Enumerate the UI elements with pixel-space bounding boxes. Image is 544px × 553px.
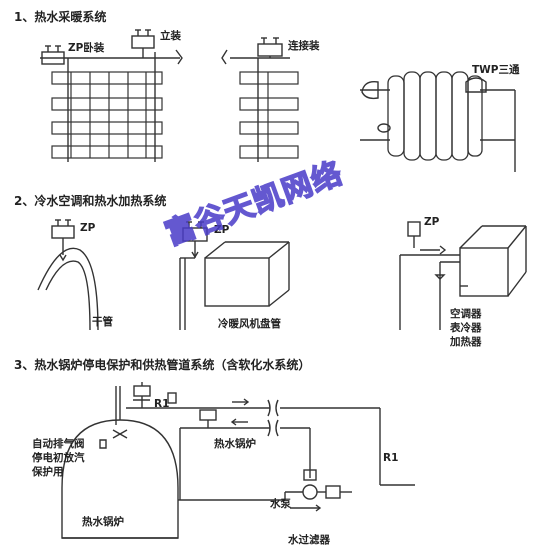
label-r1-right: R1 — [383, 452, 399, 464]
label-boiler-body: 热水锅炉 — [82, 516, 124, 528]
radiator-system-left — [40, 29, 183, 162]
air-conditioner-diagram — [399, 221, 527, 330]
label-ac-3: 加热器 — [450, 336, 482, 348]
label-zp-horizontal: ZP卧装 — [68, 42, 105, 54]
label-ac-1: 空调器 — [450, 308, 482, 320]
label-filter: 水过滤器 — [288, 534, 330, 546]
label-ac-2: 表冷器 — [450, 322, 482, 334]
label-zp-a: ZP — [80, 222, 96, 234]
label-auto-vent-2: 停电初放汽 — [32, 452, 85, 464]
section-3-title: 3、热水锅炉停电保护和供热管道系统（含软化水系统） — [14, 358, 311, 372]
label-pump: 水泵 — [270, 498, 291, 510]
label-boiler-top: 热水锅炉 — [214, 438, 256, 450]
fan-coil-diagram — [179, 221, 290, 330]
label-auto-vent-3: 保护用 — [32, 466, 64, 478]
label-twp: TWP三通 — [472, 64, 520, 76]
radiator-system-middle — [221, 37, 299, 162]
main-pipe-diagram — [37, 219, 99, 331]
radiator-3d — [360, 71, 516, 172]
label-r1-top: R1 — [154, 398, 170, 410]
boiler-system-diagram — [61, 382, 415, 539]
section-2-title: 2、冷水空调和热水加热系统 — [14, 194, 167, 208]
label-connected: 连接装 — [288, 40, 320, 52]
label-auto-vent-1: 自动排气阀 — [32, 438, 85, 450]
label-zp-b: ZP — [214, 224, 230, 236]
label-fan-coil: 冷暖风机盘管 — [218, 318, 281, 330]
label-main-pipe: 干管 — [92, 316, 113, 328]
section-1-title: 1、热水采暖系统 — [14, 10, 107, 24]
label-zp-c: ZP — [424, 216, 440, 228]
label-vertical: 立装 — [160, 30, 181, 42]
